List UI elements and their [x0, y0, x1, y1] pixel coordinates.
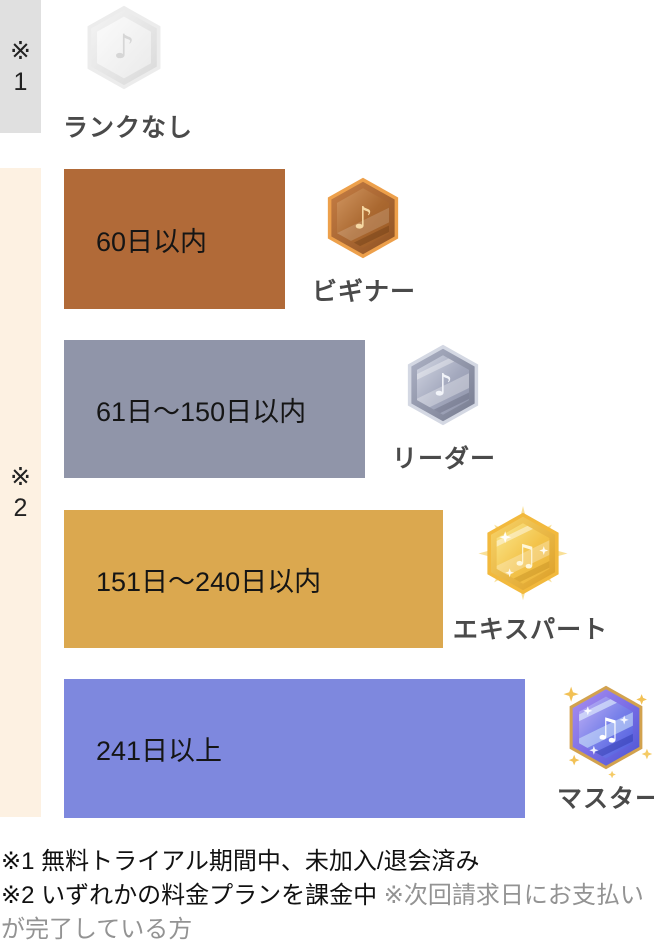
- svg-text:♪: ♪: [353, 200, 373, 236]
- rank-expert-label: エキスパート: [452, 616, 609, 644]
- rank-leader-label: リーダー: [391, 445, 496, 473]
- footnotes: ※1 無料トライアル期間中、未加入/退会済み ※2 いずれかの料金プランを課金中…: [1, 845, 654, 946]
- note2-marker-strip: ※ 2: [0, 168, 41, 817]
- rank-master-badge-icon: ♫: [559, 677, 653, 778]
- rank-beginner-badge-icon: ♪: [325, 177, 401, 259]
- note2-marker-number: 2: [13, 493, 28, 522]
- rank-none-label: ランクなし: [63, 114, 194, 142]
- footnote-2: ※2 いずれかの料金プランを課金中 ※次回請求日にお支払いが完了している方: [1, 879, 654, 946]
- footnote-2-sub: ※次回請求日にお支払いが完了している方: [1, 882, 644, 943]
- svg-text:♪: ♪: [113, 27, 134, 66]
- tier-duration: 60日以内: [96, 226, 208, 257]
- note1-marker-number: 1: [13, 67, 28, 96]
- rank-beginner-label: ビギナー: [311, 278, 416, 306]
- rank-none-badge-icon: ♪: [85, 5, 163, 90]
- footnote-2-main: ※2 いずれかの料金プランを課金中: [1, 882, 384, 909]
- svg-text:♫: ♫: [511, 537, 538, 572]
- tier-bar-master: 241日以上: [64, 679, 525, 818]
- svg-text:♫: ♫: [594, 713, 621, 748]
- tier-bar-beginner: 60日以内: [64, 169, 285, 309]
- footnote-1: ※1 無料トライアル期間中、未加入/退会済み: [1, 848, 480, 875]
- tier-duration: 61日〜150日以内: [96, 396, 307, 427]
- rank-expert-badge-icon: ♫: [477, 503, 569, 604]
- note1-marker-symbol: ※: [10, 36, 31, 65]
- tier-duration: 241日以上: [96, 736, 223, 766]
- note1-marker-strip: ※ 1: [0, 0, 41, 133]
- tier-bar-leader: 61日〜150日以内: [64, 340, 365, 478]
- svg-text:♪: ♪: [433, 367, 453, 403]
- rank-master-label: マスター: [556, 785, 654, 813]
- rank-leader-badge-icon: ♪: [405, 344, 481, 426]
- note2-marker-symbol: ※: [10, 462, 31, 491]
- tier-duration: 151日〜240日以内: [96, 566, 322, 597]
- tier-bar-expert: 151日〜240日以内: [64, 510, 443, 648]
